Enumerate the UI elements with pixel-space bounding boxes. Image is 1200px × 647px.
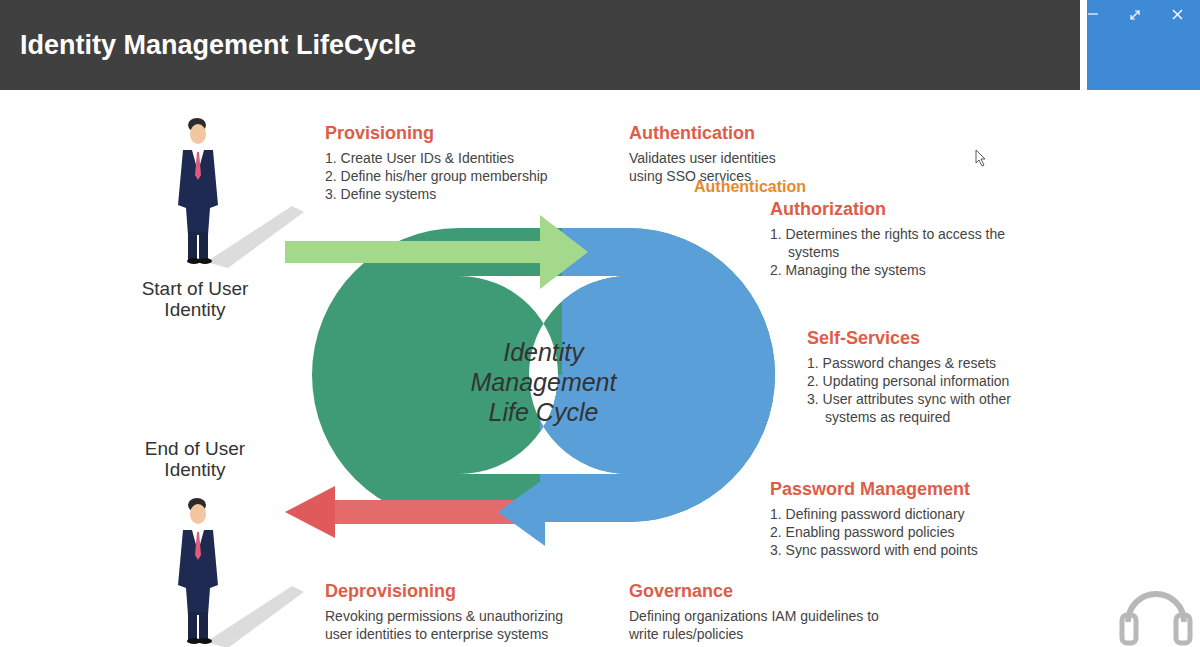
headphone-cup (1176, 615, 1190, 643)
person-shadow (206, 586, 304, 647)
list-item: 1. Defining password dictionary (770, 505, 1048, 523)
restore-icon (1131, 11, 1139, 19)
cycle-title: Identity Management Life Cycle (459, 337, 629, 427)
stage-heading: Self-Services (807, 328, 1027, 348)
person-caption: End of User Identity (125, 438, 265, 480)
list-item: 3. Define systems (325, 185, 613, 203)
person-figure (178, 498, 304, 647)
restore-icon (1135, 11, 1139, 15)
person-leg (199, 232, 208, 260)
stage-heading: Authorization (770, 199, 990, 219)
person-shadow (206, 206, 304, 268)
stage-heading: Provisioning (325, 123, 585, 143)
person-tie (195, 532, 201, 560)
minimize-icon (1088, 13, 1098, 14)
person-shoe (198, 638, 212, 644)
list-item: 3. Sync password with end points (770, 541, 1048, 559)
list-item: 2. Define his/her group membership (325, 167, 613, 185)
stage-heading: Governance (629, 581, 889, 601)
exit-arrow-head (285, 486, 335, 538)
lifecycle-ring: Identity Management Life Cycle (312, 228, 775, 522)
person-head (190, 124, 206, 144)
stage-heading: Authentication (629, 123, 829, 143)
person-figure (178, 118, 304, 268)
close-icon (1173, 10, 1182, 19)
list-item: 1. Password changes & resets (807, 354, 1063, 372)
mouse-cursor (976, 150, 985, 166)
person-leg (188, 232, 197, 260)
person-head (190, 504, 206, 524)
list-item: 1. Determines the rights to access the s… (770, 225, 1026, 261)
list-item: 2. Enabling password policies (770, 523, 1048, 541)
person-shoe (198, 258, 212, 264)
window-control-box (1087, 0, 1200, 90)
title-bar (0, 0, 1080, 90)
restore-icon (1131, 15, 1135, 19)
list-item: 1. Create User IDs & Identities (325, 149, 613, 167)
person-leg (188, 612, 197, 640)
slide-title: Identity Management LifeCycle (20, 30, 416, 61)
stage-description: Revoking permissions & unauthorizing use… (325, 607, 590, 643)
stage-heading: Password Management (770, 479, 1030, 499)
list-item: 2. Updating personal information (807, 372, 1063, 390)
stage-description: Defining organizations IAM guidelines to… (629, 607, 887, 643)
close-icon (1173, 10, 1182, 19)
ring-blue-half (312, 228, 775, 522)
headphone-cup (1122, 615, 1136, 643)
ring-green-half (312, 228, 775, 522)
person-leg (199, 612, 208, 640)
person-caption: Start of User Identity (125, 278, 265, 320)
headphone-icon (1122, 594, 1190, 643)
person-tie (195, 152, 201, 180)
person-suit (178, 530, 218, 615)
list-item: 3. User attributes sync with other syste… (807, 390, 1063, 426)
stage-heading: Deprovisioning (325, 581, 585, 601)
overlay-caption: Authentication (694, 178, 854, 196)
person-suit (178, 150, 218, 235)
list-item: 2. Managing the systems (770, 261, 1026, 279)
